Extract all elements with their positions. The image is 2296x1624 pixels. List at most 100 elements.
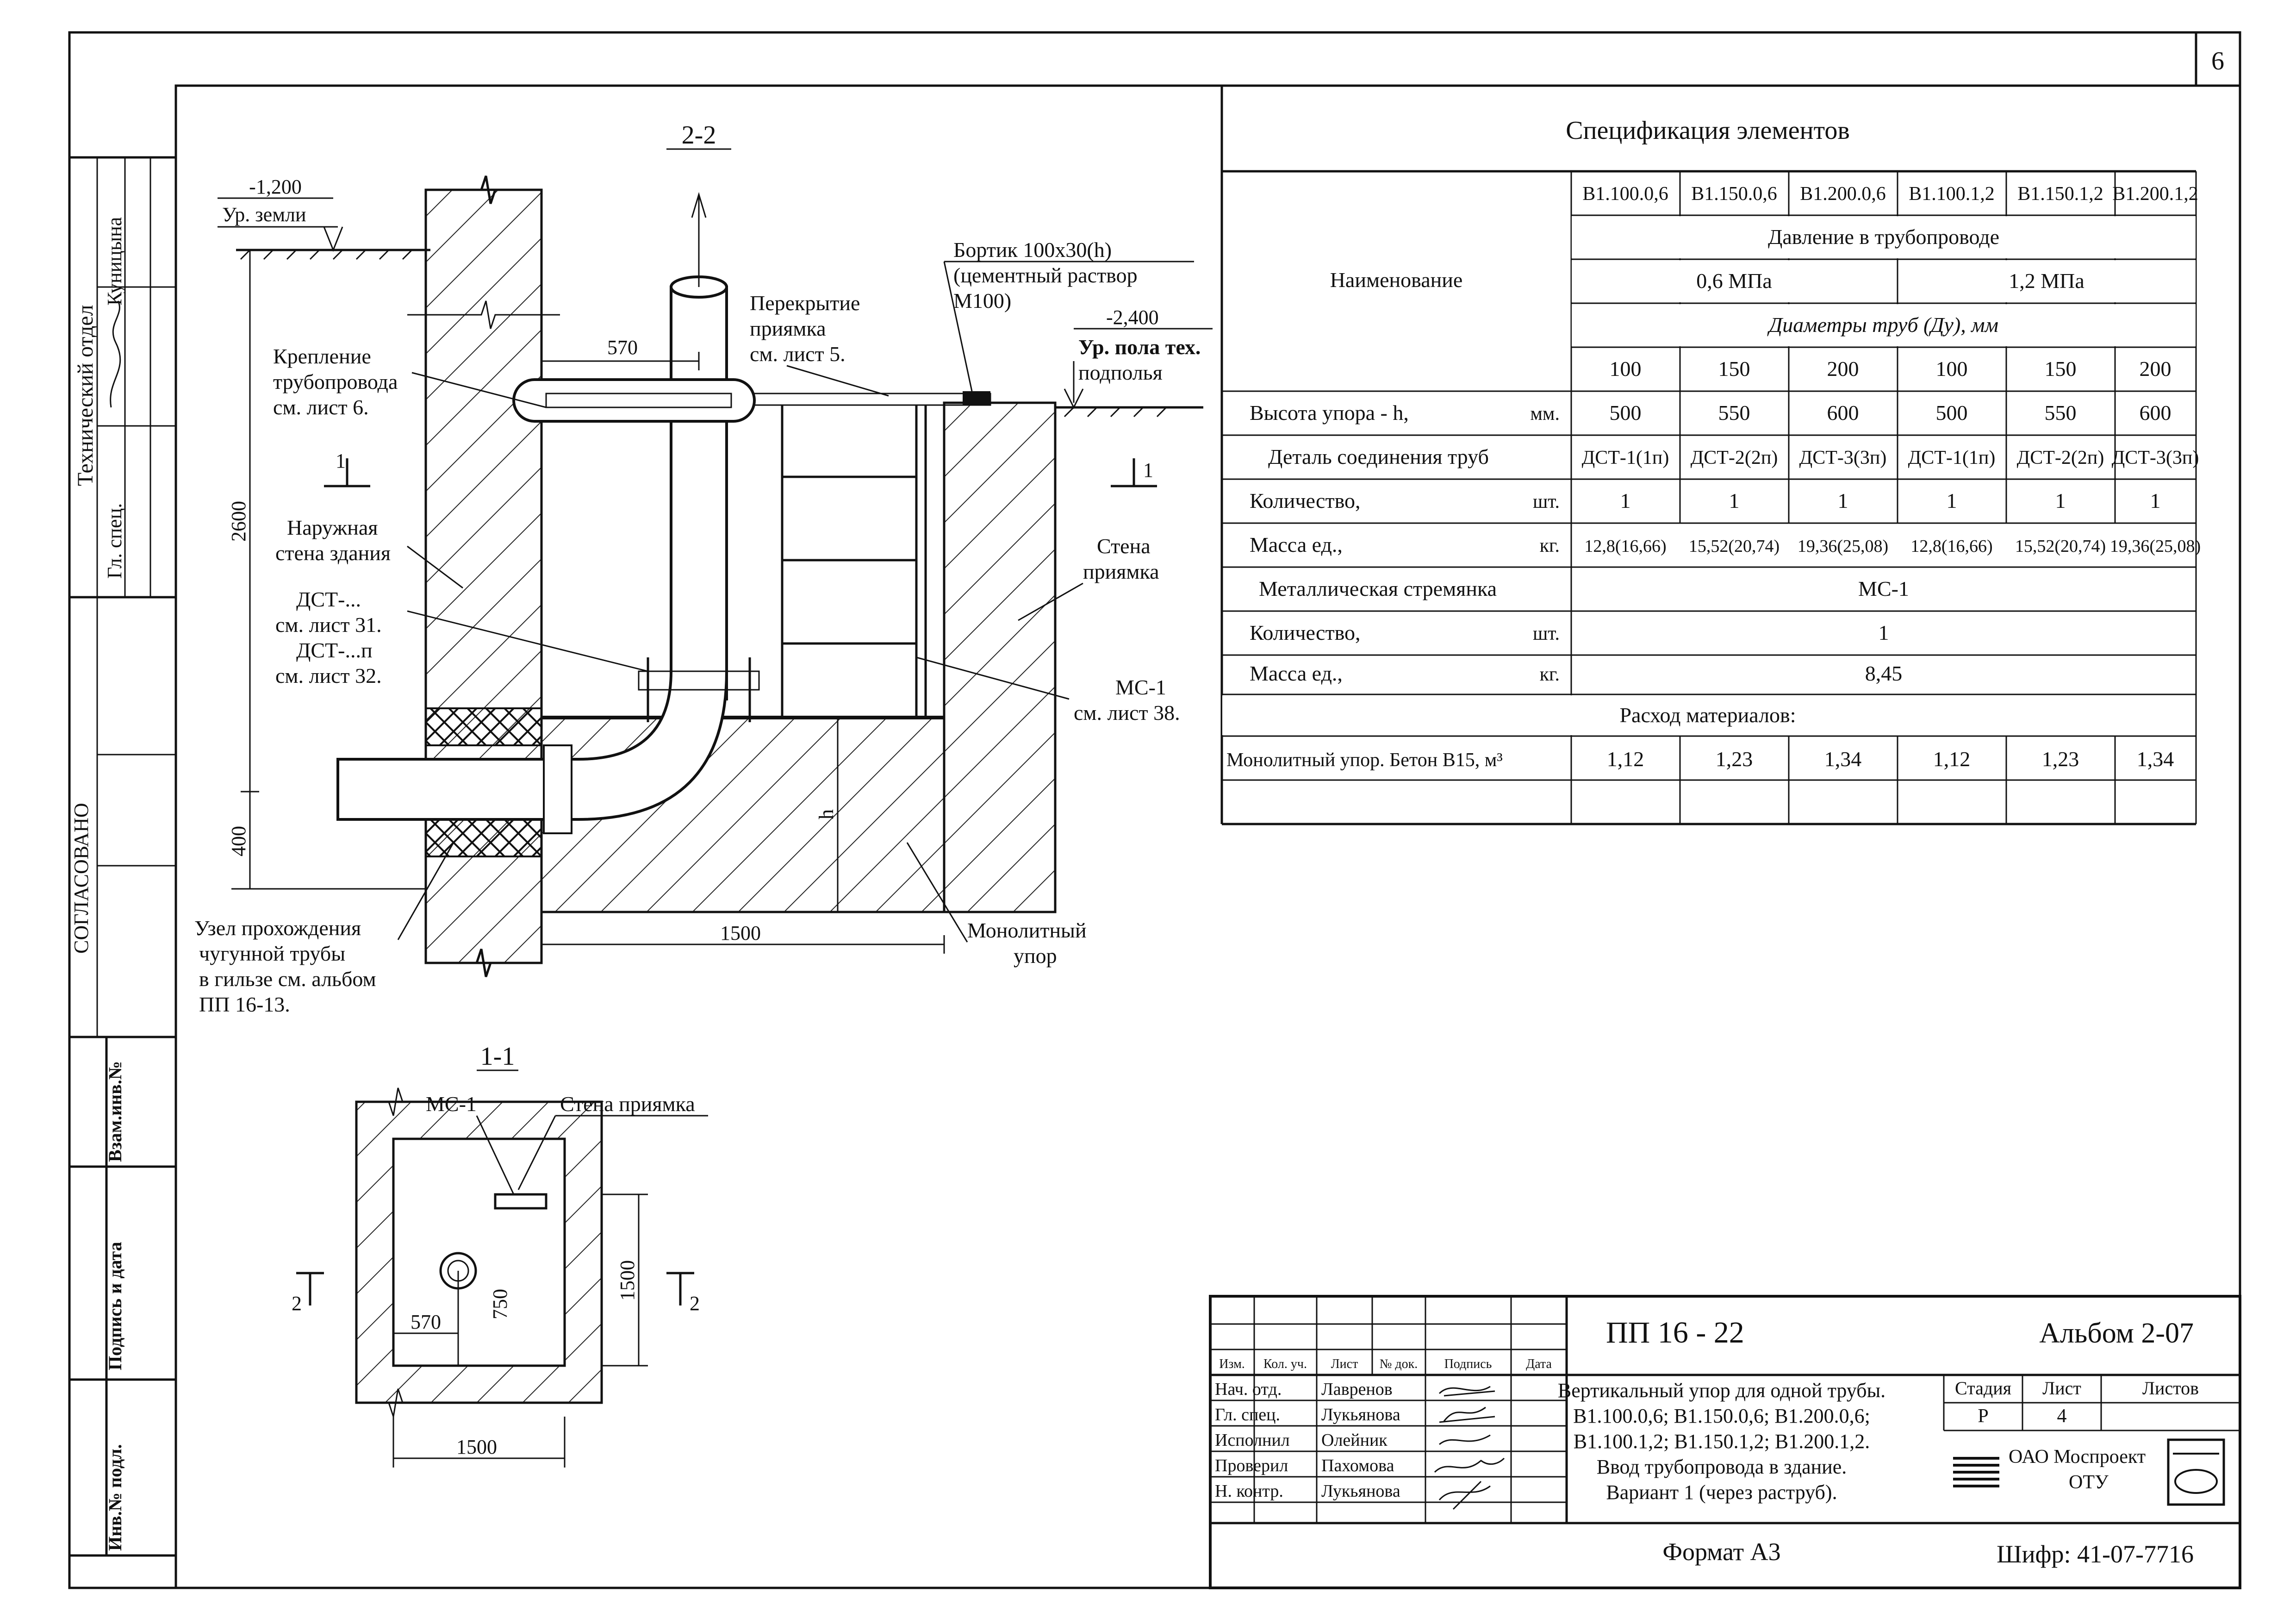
spec-code-5: В1.150.1,2 [2017,183,2103,205]
stamp-dept: Технический отдел [73,305,98,486]
section-1-1: 1-1 МС-1 Стена приямка 570 750 1500 1500… [292,1042,708,1468]
spec-mass-5: 15,52(20,74) [2015,537,2106,556]
spec-ladder-qty-name: Количество, [1250,621,1360,644]
spec-detail-4: ДСТ-1(1п) [1908,447,1996,468]
dim-570: 570 [607,336,638,359]
pit-cover-label-1: Перекрытие [750,291,860,315]
stamp-inv-col: Взам.инв.№ [105,1061,125,1162]
ground-label: Ур. земли [222,203,306,226]
spec-row-mass-name: Масса ед., [1250,533,1343,556]
spec-detail-6: ДСТ-3(3п) [2112,447,2199,468]
spec-ladder-name: Металлическая стремянка [1259,577,1497,600]
org-stamp-icon [2167,1438,2225,1506]
spec-diam-3: 200 [1827,357,1859,381]
spec-pressure-header: Давление в трубопроводе [1768,225,1999,249]
tb-name-4: Пахомова [1321,1456,1394,1475]
title-block: Изм. Кол. уч. Лист № док. Подпись Дата Н… [1209,1295,2241,1589]
spec-mass-2: 15,52(20,74) [1689,537,1780,556]
spec-concrete-6: 1,34 [2137,747,2174,771]
spec-ladder-qty-value: 1 [1879,621,1889,644]
fix-label-2: трубопровода [273,370,398,394]
spec-row-detail-name: Деталь соединения труб [1268,445,1489,468]
tb-desc-3: В1.100.1,2; В1.150.1,2; В1.200.1,2. [1574,1430,1870,1453]
tb-doc-code: ПП 16 - 22 [1606,1316,1744,1349]
tb-cipher: Шифр: 41-07-7716 [1997,1540,2194,1568]
tb-role-4: Проверил [1215,1456,1288,1475]
pit-wall [943,401,1057,913]
signature-2 [1439,1406,1495,1423]
pit-wall-label-2: приямка [1083,560,1159,583]
signature-3 [1439,1434,1491,1445]
corner-number: 6 [2211,47,2224,75]
stamp-agreed: СОГЛАСОВАНО [70,803,93,954]
node-label-4: ПП 16-13. [199,993,290,1016]
spec-row-qty-name: Количество, [1250,489,1360,512]
floor-mark: -2,400 [1106,306,1159,329]
spec-diam-1: 100 [1610,357,1642,381]
spec-height-6: 600 [2140,401,2172,425]
curb-label-3: М100) [953,289,1011,312]
stamp-name: Куницына [103,217,126,306]
spec-ladder-mass-name: Масса ед., [1250,662,1343,685]
stamp-signature [110,300,121,408]
node-label-2: чугунной трубы [199,942,345,965]
spec-detail-5: ДСТ-2(2п) [2017,447,2104,468]
spec-qty-4: 1 [1947,489,1957,512]
spec-height-4: 500 [1936,401,1968,425]
tb-org-1: ОАО Моспроект [2009,1446,2146,1468]
signature-4 [1434,1457,1505,1473]
fix-label-3: см. лист 6. [273,395,369,419]
plan-dim-570: 570 [411,1311,441,1333]
tb-org-2: ОТУ [2069,1472,2109,1493]
floor-label-1: Ур. пола тех. [1078,335,1201,359]
pit-wall-plan-label: Стена приямка [560,1092,695,1116]
spec-diam-4: 100 [1936,357,1968,381]
tb-name-2: Лукьянова [1321,1405,1400,1424]
tb-stage-h: Стадия [1955,1378,2011,1399]
spec-row-height-unit: мм. [1530,403,1560,425]
tb-sheet-v: 4 [2057,1405,2067,1427]
spec-detail-2: ДСТ-2(2п) [1691,447,1778,468]
section-2-2: 2-2 -1,200 Ур. земли [194,121,1213,1016]
spec-qty-1: 1 [1620,489,1631,512]
tb-name-3: Олейник [1321,1430,1388,1450]
tb-format: Формат А3 [1662,1538,1780,1566]
org-logo-icon [1953,1457,1999,1487]
dst-label-4: см. лист 32. [275,664,382,687]
pit-cover-label-3: см. лист 5. [750,342,846,366]
spec-ladder-mass-value: 8,45 [1865,662,1903,685]
spec-mass-4: 12,8(16,66) [1910,537,1992,556]
spec-detail-1: ДСТ-1(1п) [1582,447,1669,468]
tb-col-list: Лист [1331,1357,1358,1371]
floor-label-2: подполья [1078,361,1163,384]
sleeve-bottom [425,818,542,857]
spec-ladder-mass-unit: кг. [1540,664,1560,685]
plan-dim-750: 750 [489,1289,511,1319]
spec-concrete-2: 1,23 [1716,747,1753,771]
signature-5 [1438,1480,1491,1510]
spec-detail-3: ДСТ-3(3п) [1799,447,1887,468]
outer-wall-label-2: стена здания [275,541,391,565]
node-label-3: в гильзе см. альбом [199,967,376,991]
outer-wall-label-1: Наружная [287,516,378,539]
spec-row-height-name: Высота упора - h, [1250,401,1409,425]
spec-code-6: В1.200.1,2 [2112,183,2198,205]
tb-desc-5: Вариант 1 (через раструб). [1606,1481,1837,1504]
ms-label-1: МС-1 [1115,675,1166,699]
plan-dim-1500-h: 1500 [456,1436,497,1458]
spec-concrete-3: 1,34 [1824,747,1862,771]
mono-label-1: Монолитный [967,918,1087,942]
spec-mass-6: 19,36(25,08) [2110,537,2201,556]
spec-code-3: В1.200.0,6 [1800,183,1886,205]
spec-concrete-name: Монолитный упор. Бетон В15, м³ [1226,750,1503,771]
cut-1-right: 1 [1143,459,1153,481]
section-11-title: 1-1 [480,1042,515,1071]
ladder-ms1 [781,405,927,718]
spec-mass-3: 19,36(25,08) [1798,537,1888,556]
spec-row-mass-unit: кг. [1540,535,1560,556]
spec-diam-5: 150 [2045,357,2077,381]
curb-label-1: Бортик 100х30(h) [953,238,1112,262]
tb-desc-1: Вертикальный упор для одной трубы. [1558,1379,1885,1402]
pit-cover-label-2: приямка [750,317,826,340]
vertical-pipe [670,286,728,700]
